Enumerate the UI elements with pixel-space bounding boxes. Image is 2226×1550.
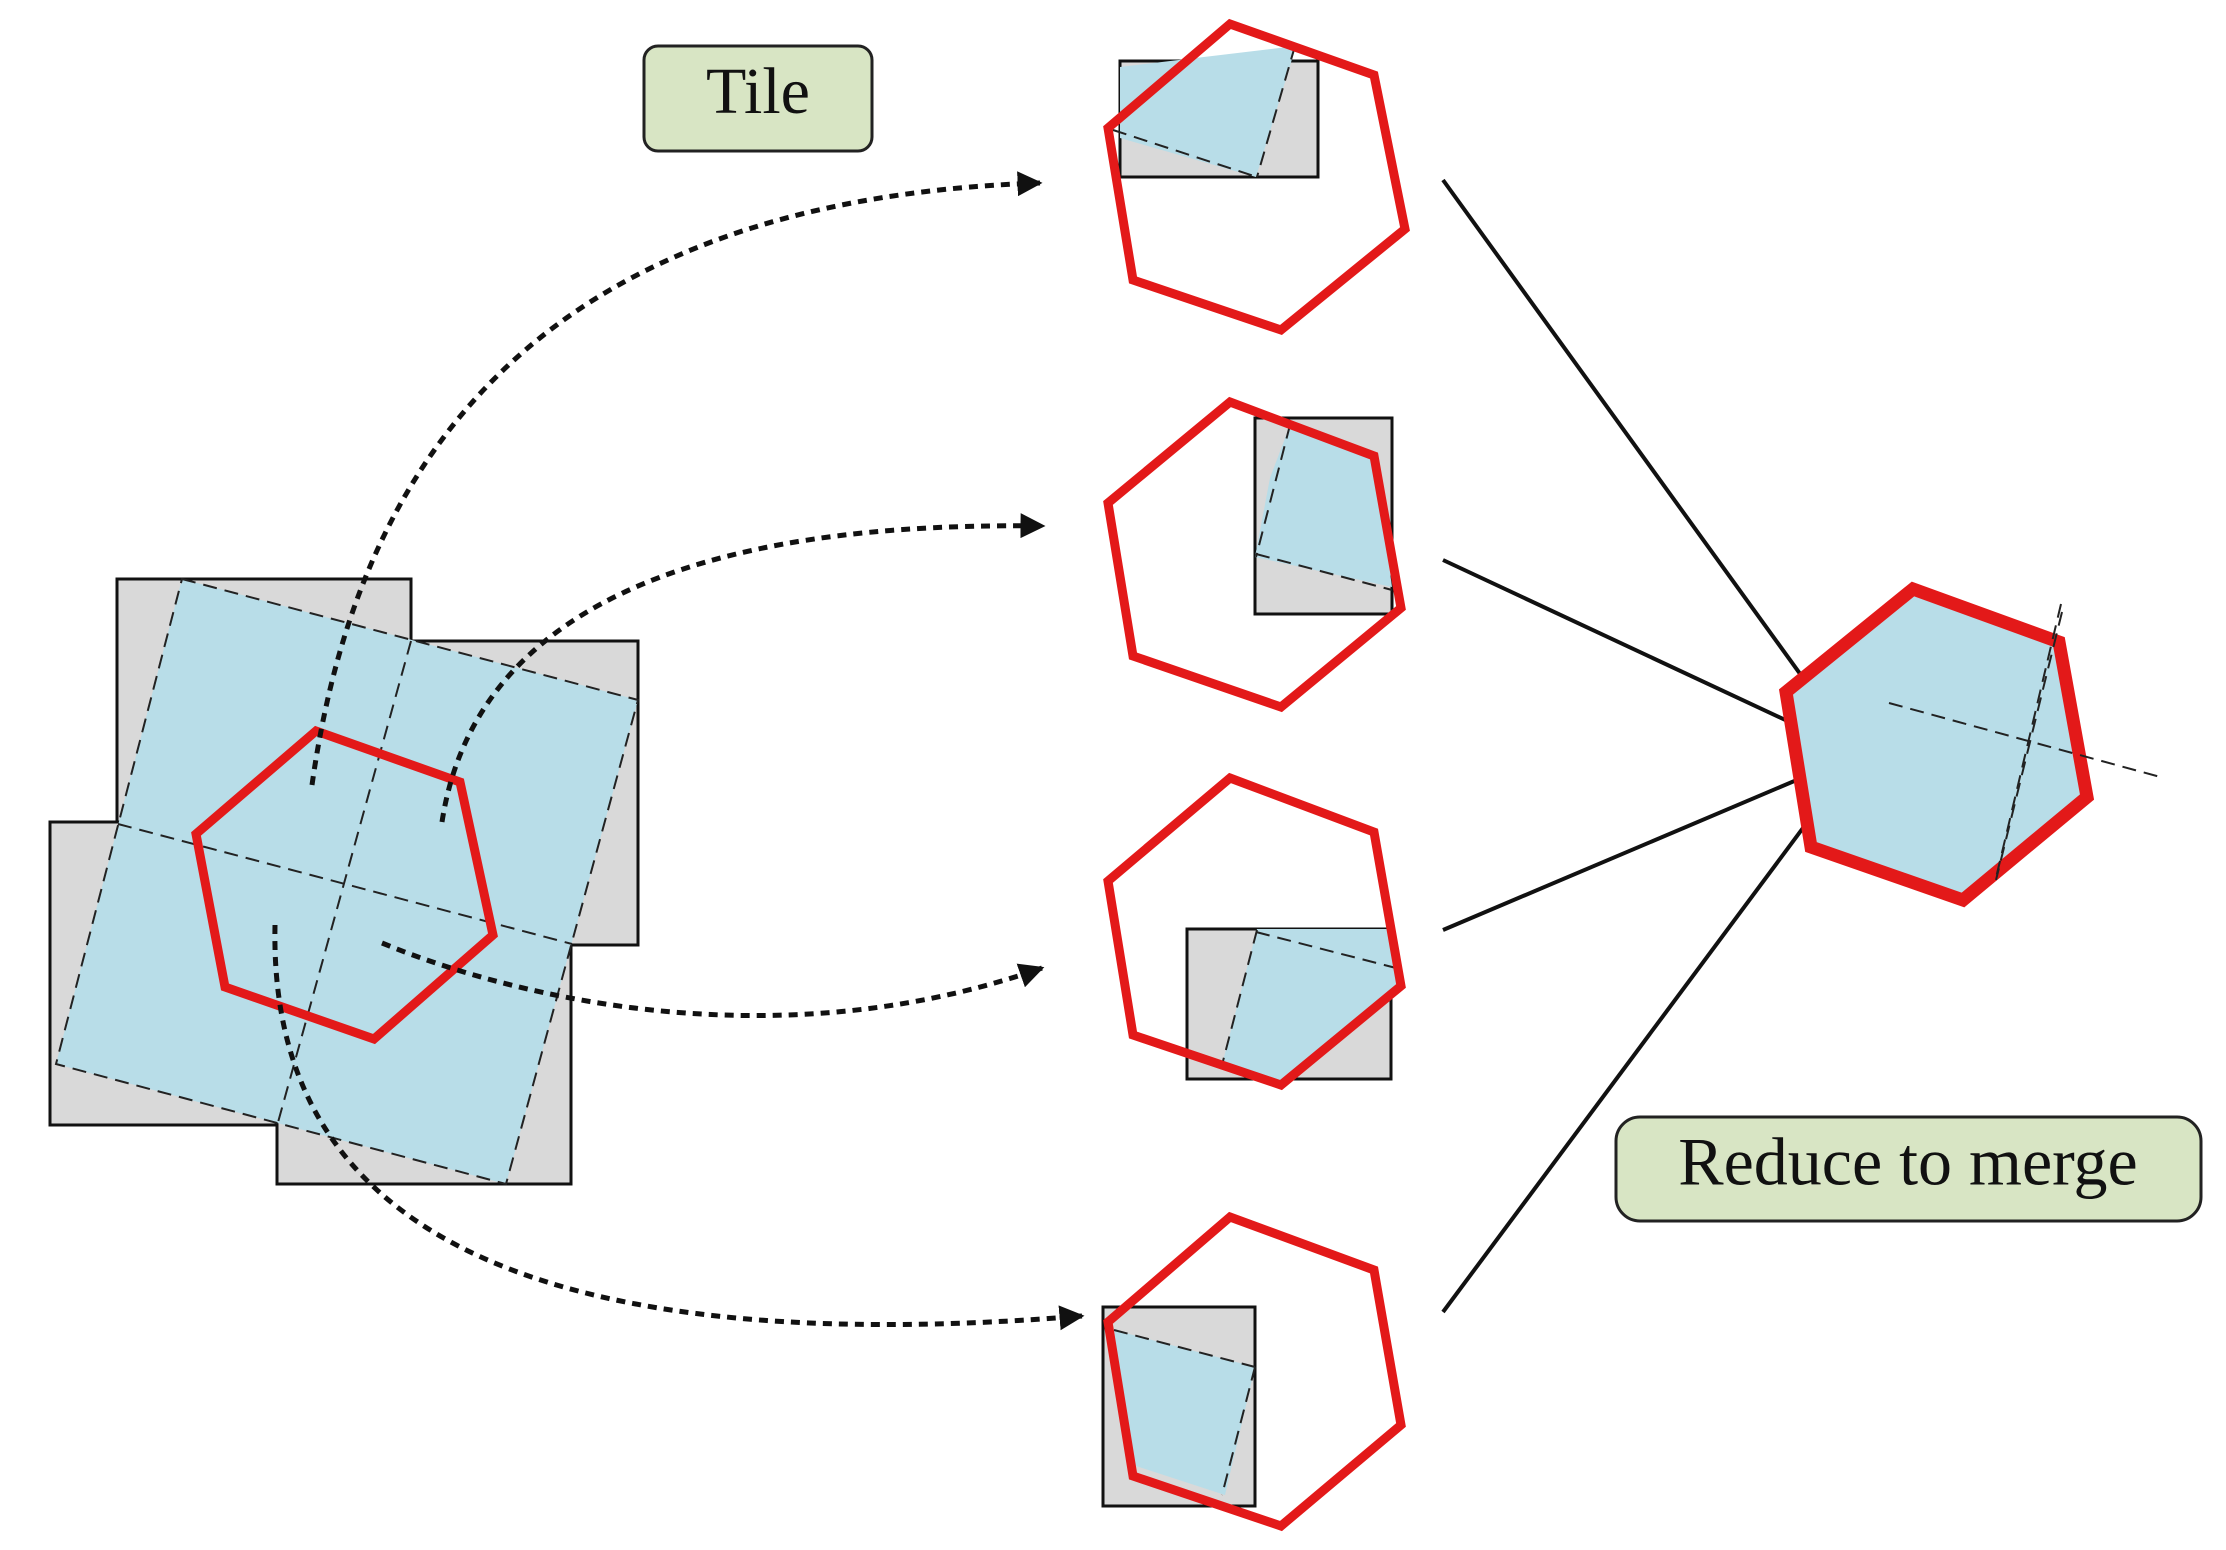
tile-label-box bbox=[642, 44, 874, 153]
fragment-4 bbox=[1101, 1211, 1406, 1532]
arrow-to-fragment-3 bbox=[381, 940, 1045, 1019]
source-tiles bbox=[48, 577, 640, 1186]
fragment-2-hexagon bbox=[1103, 396, 1406, 713]
rotated-data-region bbox=[56, 579, 638, 1184]
fragment-1 bbox=[1103, 18, 1410, 336]
reduce-lines bbox=[1441, 178, 1860, 1314]
source-hexagon bbox=[191, 725, 498, 1045]
fragment-3-grid-v bbox=[1221, 929, 1258, 1066]
merged-vertical-dashed-line-drawn bbox=[1995, 611, 2063, 881]
fragment-2-data bbox=[1255, 425, 1392, 587]
reduce-label-text: Reduce to merge bbox=[1678, 1124, 2137, 1200]
fragment-3-data bbox=[1222, 929, 1401, 1085]
tile-label: Tile bbox=[642, 44, 874, 153]
fragment-2-grid-v bbox=[1255, 424, 1291, 558]
rotated-data-outline bbox=[54, 577, 640, 1186]
fragment-4-hexagon bbox=[1103, 1211, 1406, 1532]
reduce-line-1 bbox=[1441, 178, 1860, 756]
fragment-2-grid-h bbox=[1255, 553, 1393, 591]
fragment-1-hexagon bbox=[1103, 18, 1410, 336]
reduce-label-box bbox=[1614, 1115, 2203, 1223]
fragment-3-grid-h bbox=[1255, 931, 1397, 969]
fragment-4-grid-v bbox=[1221, 1366, 1256, 1496]
fragment-3-hexagon bbox=[1103, 772, 1406, 1091]
merged-grid-v bbox=[1994, 603, 2062, 883]
arrow-to-fragment-4 bbox=[272, 924, 1085, 1331]
fragment-2 bbox=[1103, 396, 1406, 713]
reduce-line-3 bbox=[1442, 752, 1859, 932]
reduce-line-4 bbox=[1441, 752, 1860, 1314]
fragment-1-grid-h bbox=[1112, 129, 1258, 178]
fragment-4-grid-h bbox=[1113, 1329, 1256, 1368]
arrow-to-fragment-1 bbox=[309, 171, 1043, 786]
tile-arrows bbox=[272, 171, 1085, 1331]
fragment-4-data bbox=[1114, 1330, 1255, 1495]
fragment-3 bbox=[1103, 772, 1406, 1091]
tile-label-text: Tile bbox=[706, 55, 810, 128]
merged-grid-h bbox=[1888, 702, 2165, 779]
fragment-1-grid-v bbox=[1256, 45, 1296, 178]
merged-hexagon-fill bbox=[1778, 581, 2095, 908]
